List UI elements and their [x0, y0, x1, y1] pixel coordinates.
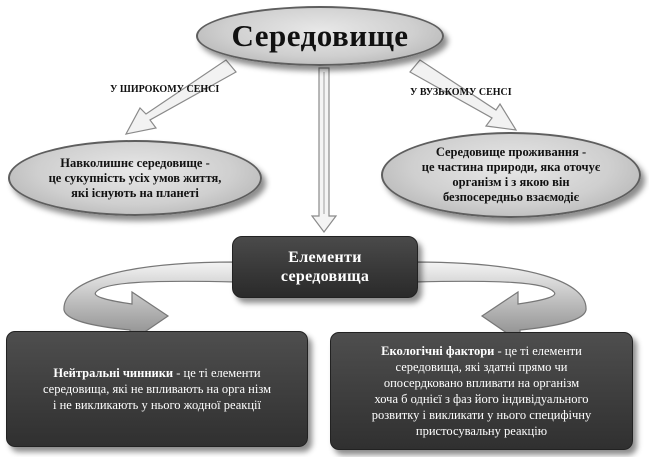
eco-line: середовища, які здатні прямо чи	[395, 360, 568, 374]
broad-line: Навколишнє середовище -	[60, 155, 210, 170]
broad-definition-text: Навколишнє середовище - це сукупність ус…	[33, 156, 238, 201]
elements-line: Елементи	[288, 249, 362, 266]
arrow-to-broad	[124, 59, 237, 135]
narrow-definition-text: Середовище проживання - це частина приро…	[406, 145, 616, 205]
broad-definition-ellipse: Навколишнє середовище - це сукупність ус…	[8, 140, 262, 216]
curved-arrow-right	[413, 261, 587, 344]
eco-first-line: Екологічні фактори - це ті елементи	[339, 343, 624, 359]
narrow-definition-ellipse: Середовище проживання - це частина приро…	[381, 132, 641, 218]
narrow-line: Середовище проживання -	[435, 145, 587, 159]
neutral-first-line: Нейтральні чинники - це ті елементи	[15, 365, 299, 381]
eco-line: пристосувальну реакцію	[415, 424, 548, 438]
diagram-title: Середовище	[231, 18, 409, 53]
elements-box: Елементи середовища	[232, 236, 418, 298]
eco-term: Екологічні фактори	[381, 344, 495, 358]
arrow-to-elements	[310, 67, 338, 233]
neutral-line: - це ті елементи	[173, 366, 261, 380]
ecological-factors-box: Екологічні фактори - це ті елементи сере…	[330, 332, 633, 450]
eco-line: - це ті елементи	[494, 344, 582, 358]
narrow-sense-label: У ВУЗЬКОМУ СЕНСІ	[410, 87, 512, 98]
neutral-line: і не викликають у нього жодної реакції	[53, 398, 261, 412]
title-ellipse: Середовище	[196, 6, 444, 66]
arrow-to-narrow	[409, 59, 518, 131]
narrow-line: безпосередньо взаємодіє	[442, 190, 580, 204]
eco-line: хоча б однієї з фаз його індивідуального	[374, 392, 589, 406]
eco-line: розвитку і викликати у нього специфічну	[371, 408, 592, 422]
neutral-term: Нейтральні чинники	[53, 366, 174, 380]
curved-arrow-left	[63, 261, 237, 344]
neutral-line: середовища, які не впливають на орга ніз…	[42, 382, 272, 396]
narrow-line: це частина природи, яка оточує	[421, 160, 601, 174]
broad-line: які існують на планеті	[71, 185, 199, 200]
narrow-line: організм і з якою він	[452, 175, 570, 189]
broad-line: це сукупність усіх умов життя,	[48, 170, 222, 185]
eco-line: опосердковано впливати на організм	[383, 376, 580, 390]
neutral-factors-box: Нейтральні чинники - це ті елементи сере…	[6, 331, 308, 447]
broad-sense-label: У ШИРОКОМУ СЕНСІ	[110, 84, 220, 95]
elements-line: середовища	[280, 268, 370, 285]
